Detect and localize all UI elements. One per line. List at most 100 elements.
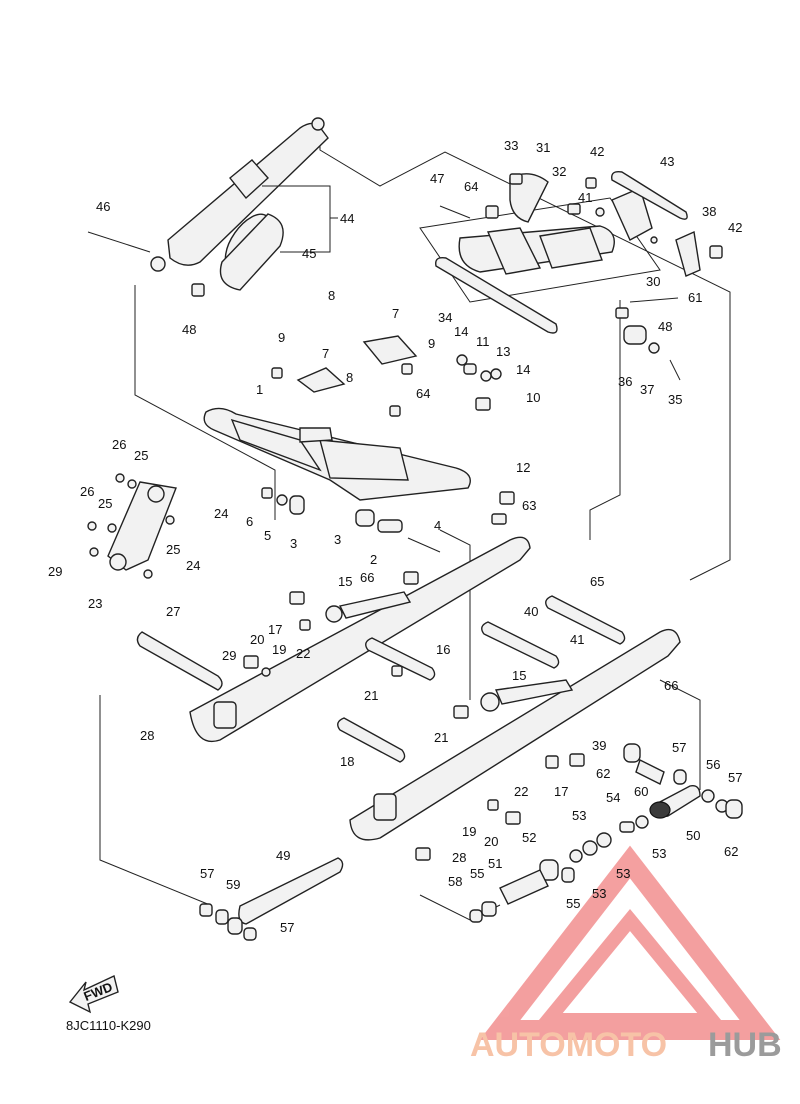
callout-60: 60 [634, 784, 648, 799]
callout-17: 17 [268, 622, 282, 637]
callout-51: 51 [488, 856, 502, 871]
callout-4: 4 [434, 518, 441, 533]
callout-14: 14 [454, 324, 468, 339]
callout-14: 14 [516, 362, 530, 377]
callout-15: 15 [338, 574, 352, 589]
callout-34: 34 [438, 310, 452, 325]
callout-19: 19 [272, 642, 286, 657]
callout-5: 5 [264, 528, 271, 543]
callout-labels: 1 2 3 3 4 5 6 7 7 8 8 9 9 10 11 12 13 14… [48, 138, 742, 935]
callout-23: 23 [88, 596, 102, 611]
callout-61: 61 [688, 290, 702, 305]
callout-22: 22 [296, 646, 310, 661]
torsion-springs [243, 571, 585, 769]
callout-48: 48 [182, 322, 196, 337]
watermark-triangle [479, 845, 781, 1040]
callout-40: 40 [524, 604, 538, 619]
callout-15: 15 [512, 668, 526, 683]
callout-24: 24 [186, 558, 200, 573]
callout-18: 18 [340, 754, 354, 769]
callout-55: 55 [566, 896, 580, 911]
callout-57: 57 [672, 740, 686, 755]
callout-44: 44 [340, 211, 354, 226]
callout-32: 32 [552, 164, 566, 179]
slide-rails [189, 536, 681, 841]
callout-2: 2 [370, 552, 377, 567]
callout-41: 41 [578, 190, 592, 205]
callout-36: 36 [618, 374, 632, 389]
callout-25: 25 [166, 542, 180, 557]
callout-17: 17 [554, 784, 568, 799]
rear-axle-assembly [199, 743, 743, 941]
callout-53: 53 [616, 866, 630, 881]
callout-31: 31 [536, 140, 550, 155]
callout-28: 28 [452, 850, 466, 865]
fwd-arrow: FWD [68, 975, 119, 1014]
diagram-code: 8JC1110-K290 [66, 1018, 151, 1033]
callout-62: 62 [724, 844, 738, 859]
callout-66: 66 [360, 570, 374, 585]
callout-3: 3 [290, 536, 297, 551]
callout-7: 7 [392, 306, 399, 321]
callout-43: 43 [660, 154, 674, 169]
callout-53: 53 [572, 808, 586, 823]
callout-25: 25 [98, 496, 112, 511]
callout-1: 1 [256, 382, 263, 397]
callout-7: 7 [322, 346, 329, 361]
callout-26: 26 [80, 484, 94, 499]
callout-48: 48 [658, 319, 672, 334]
callout-57: 57 [200, 866, 214, 881]
callout-12: 12 [516, 460, 530, 475]
callout-53: 53 [592, 886, 606, 901]
callout-37: 37 [640, 382, 654, 397]
callout-24: 24 [214, 506, 228, 521]
callout-54: 54 [606, 790, 620, 805]
callout-57: 57 [280, 920, 294, 935]
callout-63: 63 [522, 498, 536, 513]
callout-38: 38 [702, 204, 716, 219]
callout-49: 49 [276, 848, 290, 863]
callout-13: 13 [496, 344, 510, 359]
callout-19: 19 [462, 824, 476, 839]
callout-16: 16 [436, 642, 450, 657]
callout-21: 21 [364, 688, 378, 703]
callout-25: 25 [134, 448, 148, 463]
upper-rear-arm-assembly [419, 170, 723, 381]
callout-6: 6 [246, 514, 253, 529]
front-arm-assembly [203, 335, 515, 553]
callout-20: 20 [250, 632, 264, 647]
callout-8: 8 [346, 370, 353, 385]
cross-shafts [136, 595, 626, 925]
callout-53: 53 [652, 846, 666, 861]
callout-62: 62 [596, 766, 610, 781]
callout-47: 47 [430, 171, 444, 186]
callout-11: 11 [476, 334, 490, 349]
rear-shock-absorber [87, 117, 338, 297]
automotohub-watermark: AUTOMOTO HUB [470, 845, 782, 1064]
callout-20: 20 [484, 834, 498, 849]
callout-21: 21 [434, 730, 448, 745]
callout-30: 30 [646, 274, 660, 289]
watermark-text-automoto: AUTOMOTO [470, 1026, 667, 1064]
callout-3: 3 [334, 532, 341, 547]
callout-41: 41 [570, 632, 584, 647]
callout-42: 42 [590, 144, 604, 159]
callout-33: 33 [504, 138, 518, 153]
callout-22: 22 [514, 784, 528, 799]
callout-9: 9 [428, 336, 435, 351]
callout-9: 9 [278, 330, 285, 345]
callout-56: 56 [706, 757, 720, 772]
callout-45: 45 [302, 246, 316, 261]
callout-55: 55 [470, 866, 484, 881]
callout-64: 64 [416, 386, 430, 401]
watermark-text-hub: HUB [708, 1026, 782, 1064]
callout-42: 42 [728, 220, 742, 235]
callout-28: 28 [140, 728, 154, 743]
callout-64: 64 [464, 179, 478, 194]
callout-35: 35 [668, 392, 682, 407]
callout-57: 57 [728, 770, 742, 785]
callout-59: 59 [226, 877, 240, 892]
callout-52: 52 [522, 830, 536, 845]
callout-58: 58 [448, 874, 462, 889]
